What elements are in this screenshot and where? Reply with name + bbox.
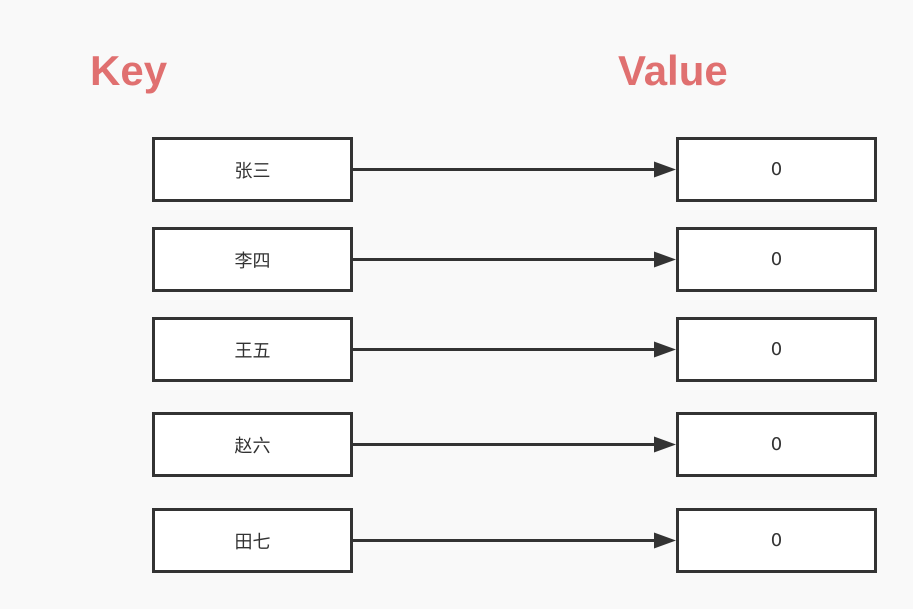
key-box: 田七 [152, 508, 353, 573]
key-box: 王五 [152, 317, 353, 382]
arrowhead-icon [654, 251, 676, 268]
arrowhead-icon [654, 161, 676, 178]
arrowhead-icon [654, 532, 676, 549]
key-box: 张三 [152, 137, 353, 202]
value-box: 0 [676, 508, 877, 573]
value-box: 0 [676, 227, 877, 292]
value-box: 0 [676, 137, 877, 202]
key-column-header: Key [90, 47, 168, 94]
value-column-header: Value [618, 47, 728, 94]
arrowhead-icon [654, 436, 676, 453]
key-box: 赵六 [152, 412, 353, 477]
value-box: 0 [676, 317, 877, 382]
value-box: 0 [676, 412, 877, 477]
key-box: 李四 [152, 227, 353, 292]
arrowhead-icon [654, 341, 676, 358]
